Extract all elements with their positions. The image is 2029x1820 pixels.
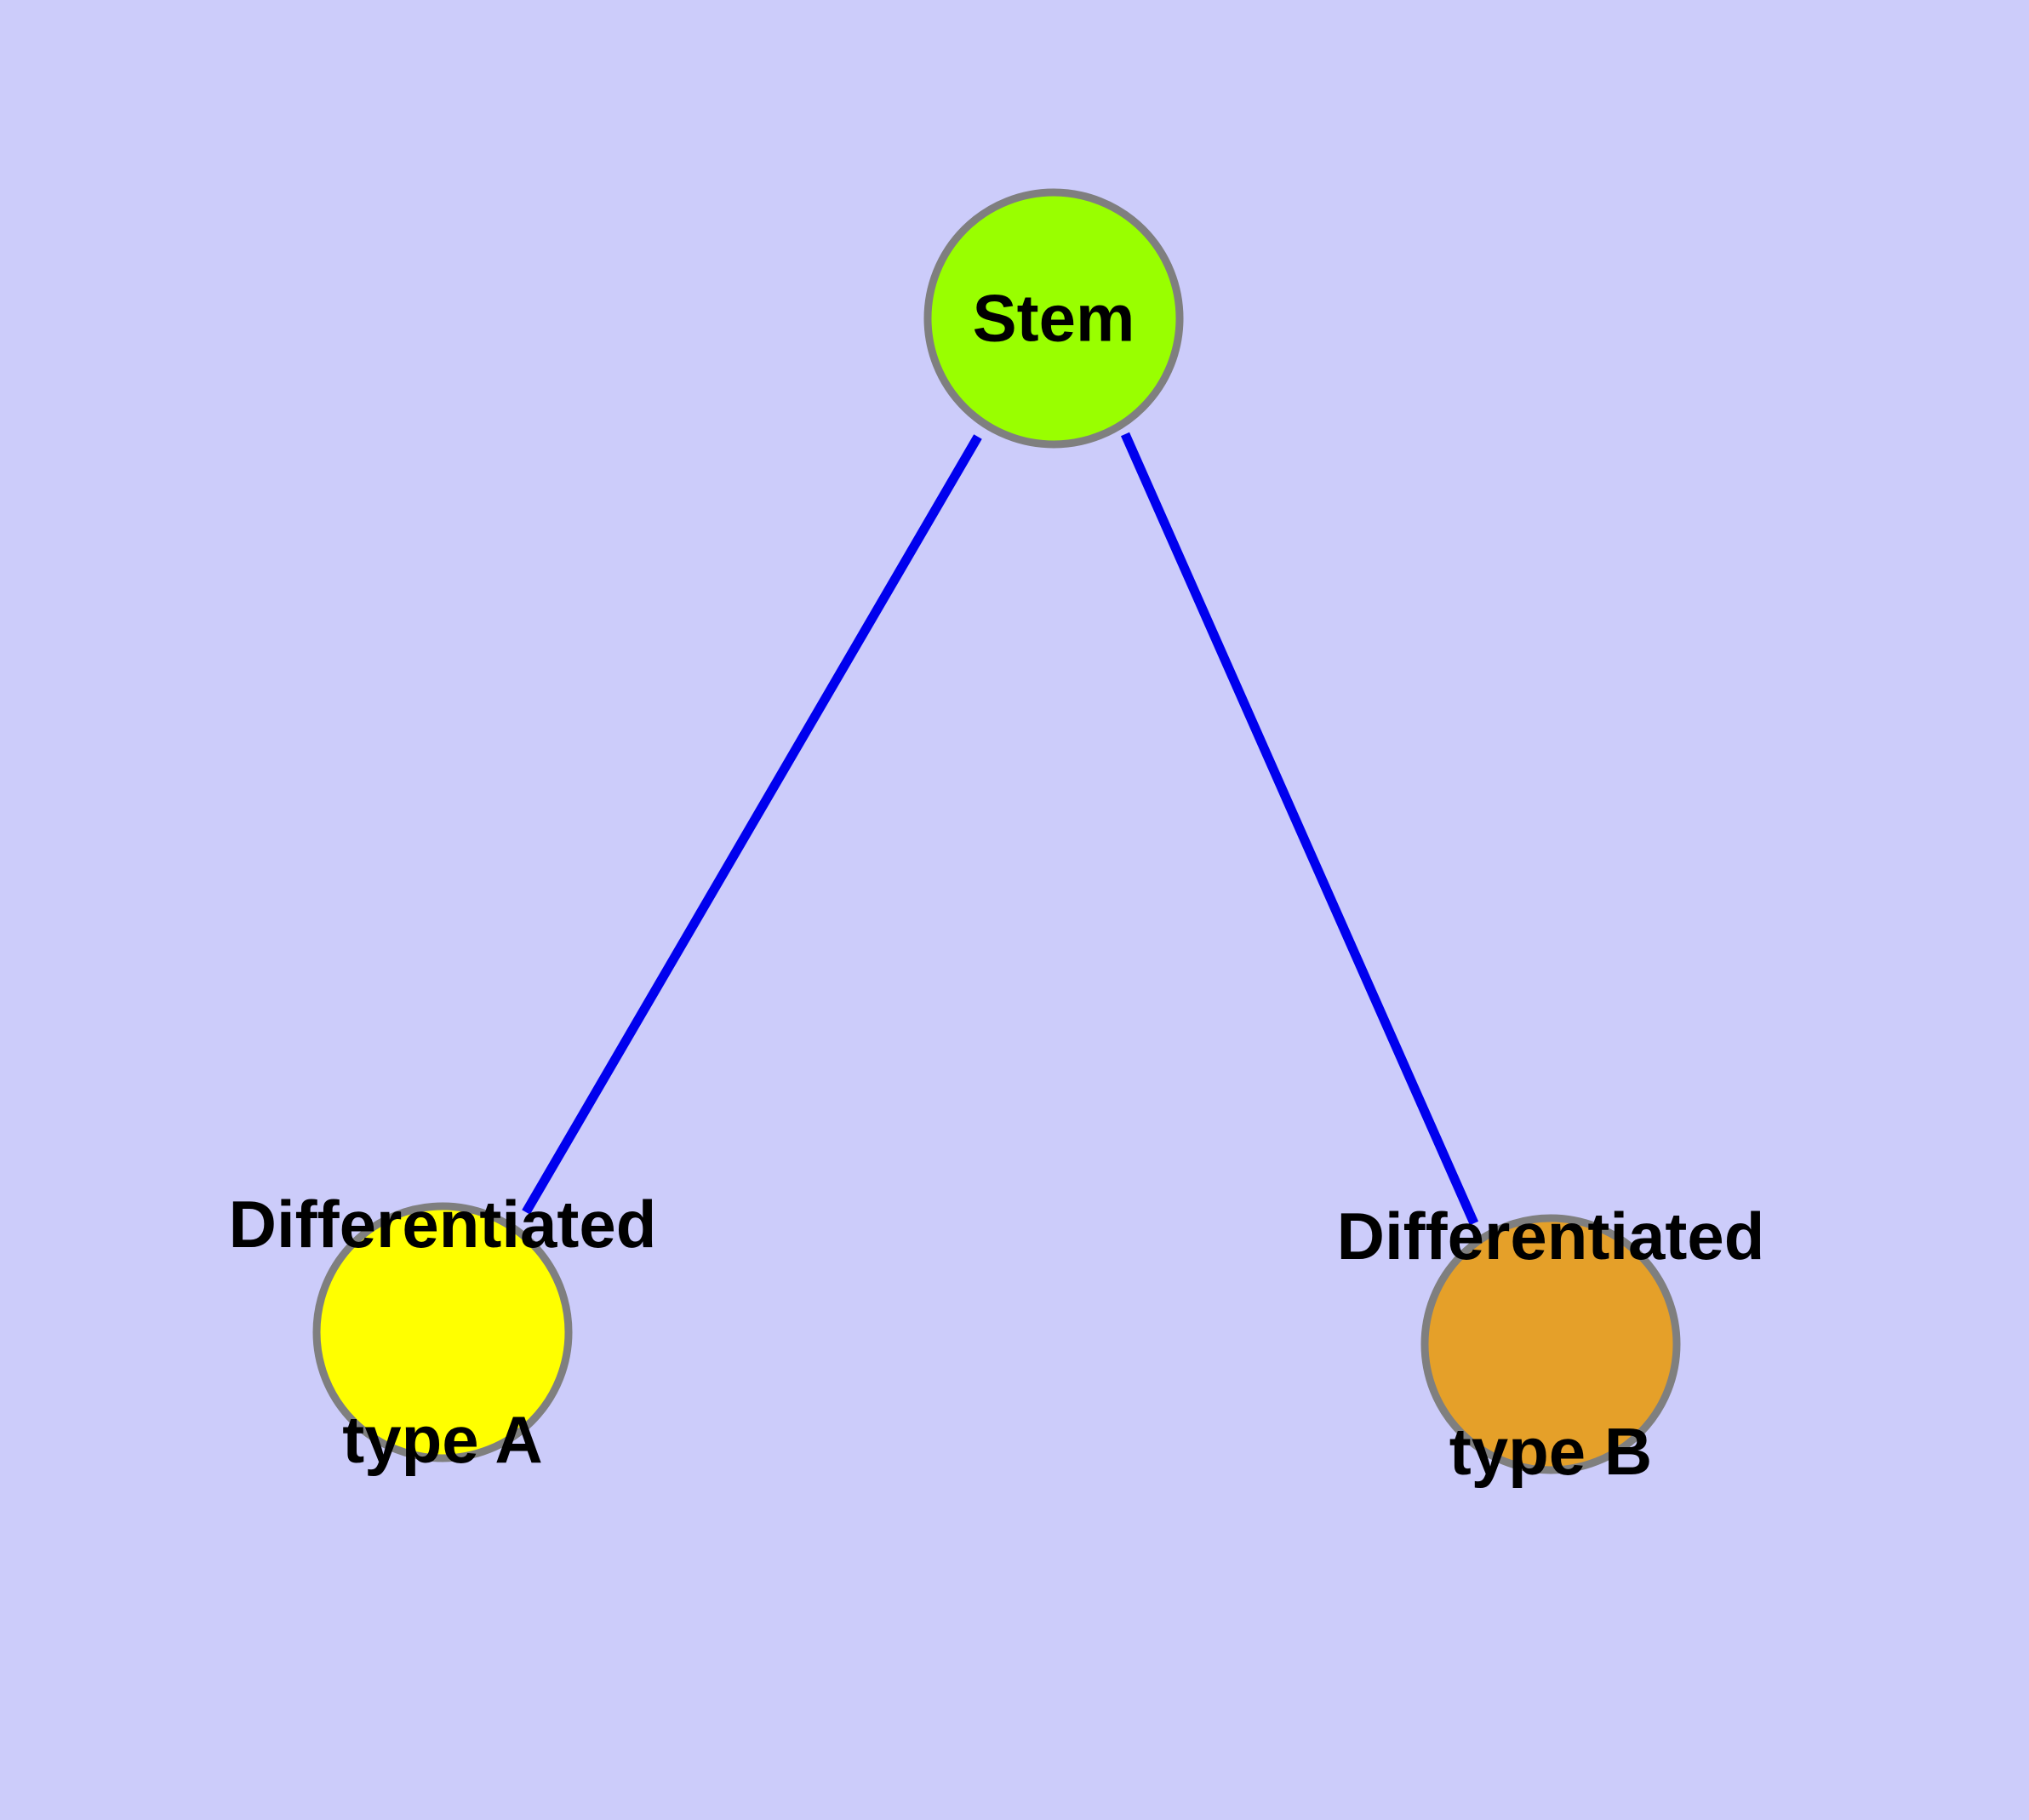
node-circle-stem[interactable] <box>923 188 1184 449</box>
edge-stem-to-diff-type-a[interactable] <box>522 434 982 1215</box>
edge-stem-to-diff-type-b[interactable] <box>1120 432 1479 1226</box>
edge-layer <box>522 432 1479 1226</box>
node-layer <box>312 188 1681 1474</box>
node-circle-diff-type-a[interactable] <box>312 1202 573 1462</box>
node-circle-diff-type-b[interactable] <box>1420 1214 1681 1474</box>
